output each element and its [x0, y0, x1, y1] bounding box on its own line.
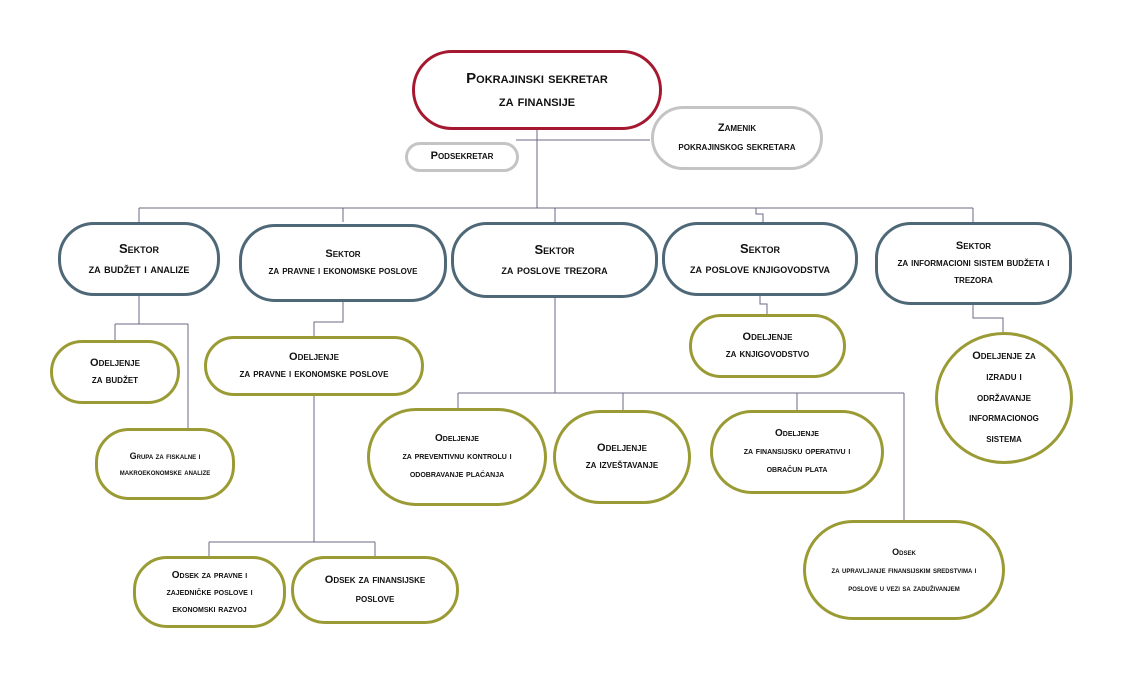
finance-section-title: Odsek za finansijske poslove: [324, 574, 426, 605]
provincial-secretary-box: Pokrajinski sekretar za finansije: [412, 50, 662, 130]
it-department-box: Odeljenje za izradu i održavanje informa…: [935, 332, 1073, 464]
sector-it-subtitle: za informacioni sistem budžeta i trezora: [897, 256, 1050, 287]
sector-accounting-box: Sektor za poslove knjigovodstva: [662, 222, 858, 296]
fiscal-analysis-group-box: Grupa za fiskalne i makroekonomske anali…: [95, 428, 235, 500]
provincial-secretary-subtitle: za finansije: [498, 93, 576, 110]
sector-accounting-subtitle: za poslove knjigovodstva: [689, 261, 831, 276]
accounting-department-title: Odeljenje: [742, 330, 793, 343]
reporting-department-box: Odeljenje za izveštavanje: [553, 410, 691, 504]
operations-department-title: Odeljenje: [775, 428, 819, 439]
sector-legal-subtitle: za pravne i ekonomske poslove: [268, 265, 418, 277]
sector-legal-title: Sektor: [325, 247, 361, 260]
sector-budget-box: Sektor za budžet i analize: [58, 222, 220, 296]
sector-treasury-box: Sektor za poslove trezora: [451, 222, 658, 298]
deputy-secretary-title: Zamenik: [717, 122, 757, 135]
payment-control-department-subtitle: za preventivnu kontrolu i odobravanje pl…: [402, 451, 512, 480]
legal-section-box: Odsek za pravne i zajedničke poslove i e…: [133, 556, 286, 628]
accounting-department-subtitle: za knjigovodstvo: [725, 348, 810, 360]
sector-it-title: Sektor: [955, 239, 992, 252]
legal-department-box: Odeljenje za pravne i ekonomske poslove: [204, 336, 424, 396]
reporting-department-subtitle: za izveštavanje: [585, 459, 659, 471]
deputy-secretary-subtitle: pokrajinskog sekretara: [678, 141, 796, 153]
fiscal-analysis-group-title: Grupa za fiskalne i makroekonomske anali…: [119, 450, 211, 477]
sector-treasury-title: Sektor: [534, 241, 575, 257]
operations-department-subtitle: za finansijsku operativu i obračun plata: [743, 446, 851, 475]
undersecretary-title: Podsekretar: [430, 150, 494, 163]
undersecretary-box: Podsekretar: [405, 142, 519, 172]
sector-accounting-title: Sektor: [739, 240, 780, 256]
payment-control-department-box: Odeljenje za preventivnu kontrolu i odob…: [367, 408, 547, 506]
legal-section-title: Odsek za pravne i zajedničke poslove i e…: [166, 569, 253, 615]
it-department-title: Odeljenje za izradu i održavanje informa…: [969, 349, 1039, 446]
sector-budget-title: Sektor: [118, 240, 159, 256]
funds-management-section-box: Odsek za upravljanje finansijskim sredst…: [803, 520, 1005, 620]
accounting-department-box: Odeljenje za knjigovodstvo: [689, 314, 846, 378]
provincial-secretary-title: Pokrajinski sekretar: [466, 69, 608, 87]
budget-department-title: Odeljenje: [90, 356, 140, 369]
finance-section-box: Odsek za finansijske poslove: [291, 556, 459, 624]
legal-department-subtitle: za pravne i ekonomske poslove: [239, 368, 389, 380]
sector-legal-box: Sektor za pravne i ekonomske poslove: [239, 224, 447, 302]
sector-budget-subtitle: za budžet i analize: [88, 261, 190, 276]
legal-department-title: Odeljenje: [289, 350, 339, 363]
sector-treasury-subtitle: za poslove trezora: [501, 262, 608, 277]
budget-department-subtitle: za budžet: [91, 374, 139, 386]
operations-department-box: Odeljenje za finansijsku operativu i obr…: [710, 410, 884, 494]
funds-management-section-subtitle: za upravljanje finansijskim sredstvima i…: [831, 565, 977, 593]
funds-management-section-title: Odsek: [892, 547, 916, 557]
budget-department-box: Odeljenje za budžet: [50, 340, 180, 404]
reporting-department-title: Odeljenje: [597, 441, 647, 454]
payment-control-department-title: Odeljenje: [435, 433, 479, 444]
deputy-secretary-box: Zamenik pokrajinskog sekretara: [651, 106, 823, 170]
sector-it-box: Sektor za informacioni sistem budžeta i …: [875, 222, 1072, 305]
